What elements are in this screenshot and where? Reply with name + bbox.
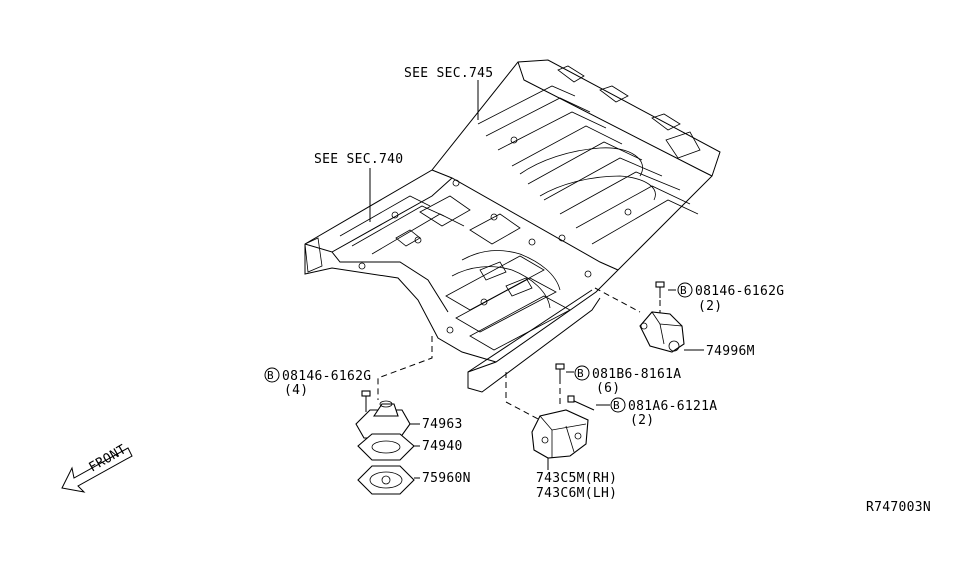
front-arrow-icon [61, 447, 133, 493]
front-label: FRONT [87, 442, 130, 475]
bolt-symbol: B [577, 367, 584, 380]
diagram-id: R747003N [866, 500, 931, 515]
bolt-top-right-icon [655, 281, 665, 298]
bolt-symbol: B [680, 284, 687, 297]
part-number: 081B6-8161A [592, 367, 681, 382]
callout-bracket-rh: 743C5M(RH) [536, 471, 617, 486]
bolt-symbol: B [613, 399, 620, 412]
part-number: 08146-6162G [695, 284, 784, 299]
assembly-line-left-mount [377, 336, 433, 400]
callout-bolt-top-right: B 08146-6162G (2) [677, 282, 784, 314]
callout-mount-74940: 74940 [422, 439, 463, 454]
callout-bolt-mid: B 081B6-8161A (6) [574, 365, 681, 396]
part-number: 08146-6162G [282, 369, 371, 384]
mount-74996m [639, 311, 685, 353]
mount-74963 [355, 400, 411, 439]
mount-75960n [357, 465, 415, 495]
bolt-mid-icon [555, 363, 565, 384]
reference-sec745: SEE SEC.745 [404, 66, 493, 81]
assembly-line-right-mount [594, 287, 641, 313]
assembly-line-bracket [505, 372, 541, 421]
callout-mount-75960n: 75960N [422, 471, 471, 486]
callout-bracket-lh: 743C6M(LH) [536, 486, 617, 501]
reference-sec740: SEE SEC.740 [314, 152, 403, 167]
part-quantity: (6) [596, 381, 620, 396]
bolt-left-icon [361, 390, 371, 412]
floor-panel [304, 59, 721, 393]
bracket-743c5m [531, 409, 589, 459]
part-quantity: (4) [284, 383, 308, 398]
bolt-symbol: B [267, 369, 274, 382]
bolt-low-icon [567, 395, 595, 411]
part-number: 081A6-6121A [628, 399, 717, 414]
callout-mount-74963: 74963 [422, 417, 463, 432]
callout-bolt-left: B 08146-6162G (4) [264, 367, 371, 398]
callout-mount-74996m: 74996M [706, 344, 755, 359]
part-quantity: (2) [698, 299, 722, 314]
part-quantity: (2) [630, 413, 654, 428]
callout-bolt-low: B 081A6-6121A (2) [610, 397, 717, 428]
